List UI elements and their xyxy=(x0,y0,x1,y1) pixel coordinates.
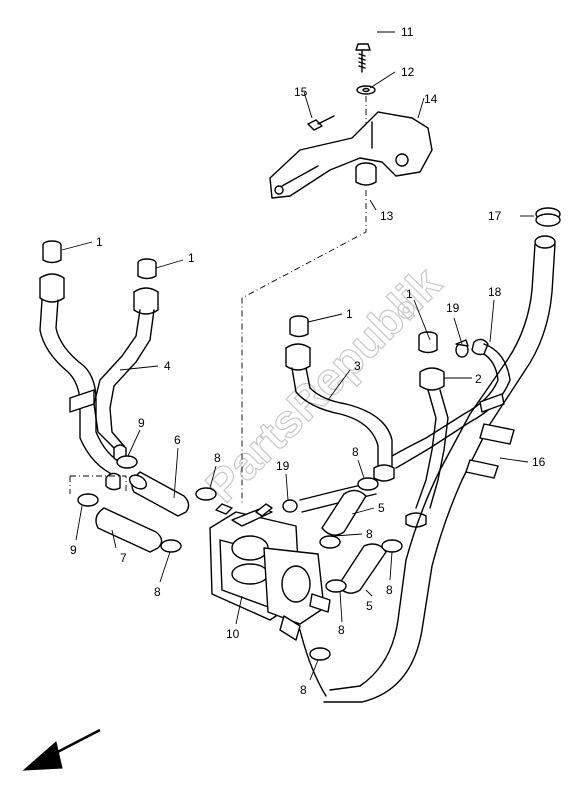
clamp-8-e xyxy=(381,539,403,553)
gear-icon xyxy=(397,301,415,319)
callout-9-top: 9 xyxy=(138,416,145,430)
callout-3: 3 xyxy=(354,359,361,373)
washer-12 xyxy=(356,85,376,95)
hose-18 xyxy=(299,338,511,513)
hose-16 xyxy=(299,235,556,703)
clamp-8-f xyxy=(325,579,347,593)
callout-8-b: 8 xyxy=(154,585,161,599)
callout-5-lower: 5 xyxy=(366,599,373,613)
callout-4: 4 xyxy=(164,359,171,373)
clamp-8-a xyxy=(195,487,217,501)
callout-8-c: 8 xyxy=(352,445,359,459)
clamps-9-group xyxy=(69,455,138,507)
cap-1-mid xyxy=(137,258,157,280)
callout-1-left: 1 xyxy=(96,235,103,249)
callout-8-f: 8 xyxy=(338,623,345,637)
callout-14: 14 xyxy=(424,92,438,106)
callout-12: 12 xyxy=(401,65,415,79)
cap-1-center xyxy=(289,315,309,338)
clamp-8-g xyxy=(309,647,331,661)
watermark: PartsRepublik xyxy=(195,256,451,512)
callout-11: 11 xyxy=(401,25,414,39)
callout-6: 6 xyxy=(174,433,181,447)
callout-8-e: 8 xyxy=(386,583,393,597)
callout-5-upper: 5 xyxy=(378,501,385,515)
hose-7 xyxy=(95,507,163,553)
grommet-13 xyxy=(355,162,377,186)
callout-2: 2 xyxy=(475,372,482,386)
clamp-8-b xyxy=(160,539,182,553)
callout-1-center: 1 xyxy=(346,307,353,321)
cap-1-right xyxy=(418,331,438,354)
hose-5-upper xyxy=(321,489,367,536)
arrow-down-left-icon xyxy=(22,728,101,771)
bolt-11 xyxy=(355,43,371,73)
callout-8-g: 8 xyxy=(300,683,307,697)
clamp-19-left xyxy=(282,499,298,513)
callout-8-d: 8 xyxy=(366,527,373,541)
callout-18: 18 xyxy=(488,285,502,299)
leader-lines xyxy=(61,31,534,681)
clamp-17 xyxy=(535,207,561,227)
callout-15: 15 xyxy=(294,85,308,99)
screw-15 xyxy=(307,115,335,131)
cap-1-left xyxy=(42,240,62,264)
callout-7: 7 xyxy=(120,551,127,565)
callout-9-bottom: 9 xyxy=(70,543,77,557)
hose-6 xyxy=(128,471,190,517)
callout-1-mid: 1 xyxy=(188,251,195,265)
clamp-8-c xyxy=(357,477,379,491)
hose-4 xyxy=(39,273,159,491)
valve-10 xyxy=(209,503,331,641)
callout-17: 17 xyxy=(488,209,502,223)
bracket-14 xyxy=(269,111,433,199)
callout-19-left: 19 xyxy=(276,459,290,473)
callout-16: 16 xyxy=(532,455,546,469)
callout-8-a: 8 xyxy=(214,451,221,465)
callout-10: 10 xyxy=(226,627,240,641)
hose-3 xyxy=(285,343,395,482)
clamp-8-d xyxy=(319,535,341,549)
callout-19-right: 19 xyxy=(446,301,460,315)
callout-1-right: 1 xyxy=(406,287,413,301)
hose-2 xyxy=(405,367,449,528)
callout-13: 13 xyxy=(380,209,394,223)
